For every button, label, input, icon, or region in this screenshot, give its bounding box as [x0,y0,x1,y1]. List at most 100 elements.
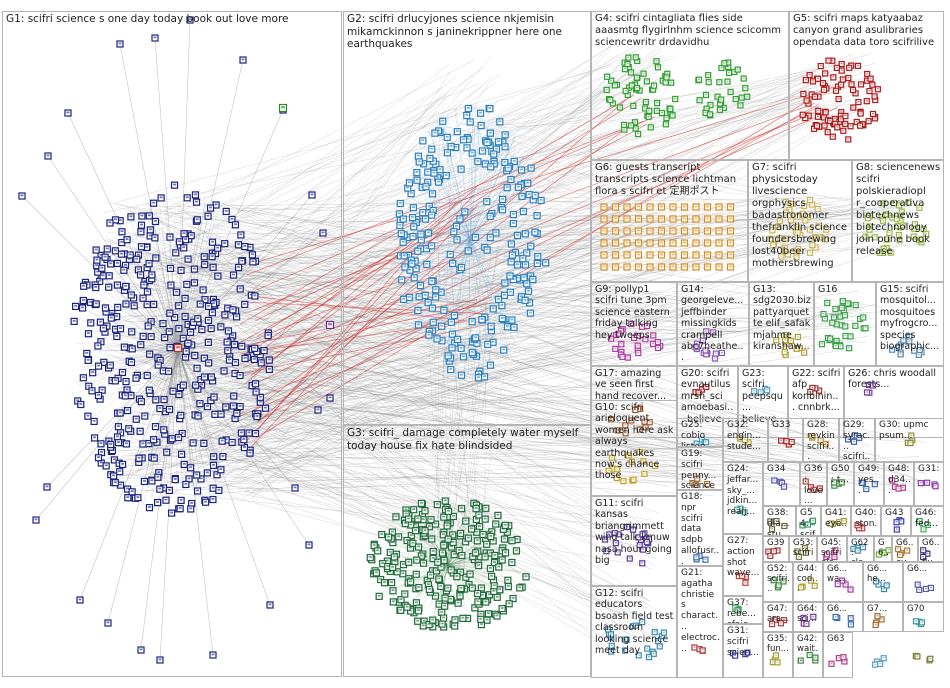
group-box-g5[interactable]: G5: scifri maps katyaabaz canyon grand a… [789,11,944,160]
edge [46,349,179,488]
edge [177,324,331,351]
group-box-g48[interactable]: G48: d34... [884,462,914,506]
edge [97,349,179,352]
group-box-g1[interactable]: G1: scifri science s one day today book … [2,11,342,677]
group-box-g36[interactable]: G36: love... [800,462,827,506]
node-avatar [187,477,191,480]
edge [128,308,179,351]
node-avatar [253,294,257,297]
edge [207,308,864,413]
group-label: G5: scifri maps katyaabaz canyon grand a… [793,13,935,48]
group-box-g29[interactable]: G29: syrac... scifri... [839,418,875,462]
edge [173,349,179,412]
group-box-g28[interactable]: G28: revkin scifri... [803,418,839,462]
group-box-g3[interactable]: G3: scifri_ damage completely water myse… [343,425,591,677]
group-box-g33[interactable]: G33 [768,418,803,462]
edge [84,297,179,351]
group-box-g6c[interactable]: G6... ev... [892,536,918,562]
group-label: G7... [867,604,888,614]
edge [214,320,692,460]
group-box-g40[interactable]: G40: ston... [851,506,881,536]
edge [153,349,179,355]
node-avatar [95,264,99,266]
group-box-g6e[interactable]: G6... wa... [823,562,863,602]
group-box-g27[interactable]: G27: action shot wave... [723,534,763,596]
group-box-g2[interactable]: G2: scifri drlucyjones science nkjemisin… [343,11,591,425]
node-avatar [156,363,160,366]
group-box-g6g[interactable]: G6... [903,562,944,602]
node-avatar [93,436,97,439]
group-box-g10[interactable]: G10: scifri arieloquent women here ask a… [591,400,677,496]
group-box-g52[interactable]: G52: scifri... [763,562,793,602]
group-box-g31[interactable]: G31: [914,462,944,506]
group-box-g50[interactable]: G50: t... [827,462,854,506]
group-label: G49: yes... [858,464,883,496]
group-box-g53[interactable]: G53: scifri... [789,536,817,562]
group-box-g34[interactable]: G34 [763,462,800,506]
group-box-g21[interactable]: G21: agatha christie s charact... electr… [677,566,723,678]
group-label: G3: scifri_ damage completely water myse… [347,427,582,452]
node-avatar [200,383,204,386]
node-avatar [125,238,129,241]
group-box-g38[interactable]: G38: dia... stu... [763,506,796,536]
node-avatar [178,507,182,509]
group-label: G53: scifri... [793,538,814,561]
node-avatar [255,415,259,417]
group-box-g70[interactable]: G70 [903,602,944,632]
group-box-g18[interactable]: G18: npr scifri data sdpb allofusr... [677,490,723,566]
group-box-g6b[interactable]: G6... biz... [874,536,892,562]
group-box-g24[interactable]: G24: jeffar... sky_... jdkin... realj... [723,462,763,534]
node-avatar [258,400,262,403]
group-box-g44[interactable]: G44: cod... [793,562,823,602]
group-box-g13[interactable]: G13: sdg2030.biz pattyarquette elif_safa… [749,282,814,366]
group-box-g32[interactable]: G32: engin... stude... [723,418,768,462]
group-box-g42[interactable]: G42: wait... [793,632,823,678]
group-box-g4[interactable]: G4: scifri cintagliata flies side aaasmt… [591,11,789,160]
edge [237,266,499,552]
group-box-g30[interactable]: G30: upmc psum... [875,418,944,462]
group-box-g6[interactable]: G6: guests transcript transcripts scienc… [591,160,748,282]
group-box-g35[interactable]: G35: fun... [763,632,793,678]
group-box-g64[interactable]: G64: sci... [793,602,823,632]
group-box-g16[interactable]: G16 [814,282,876,366]
edge [403,239,471,280]
group-box-g41[interactable]: G41: eye... [821,506,851,536]
group-box-g63[interactable]: G63 [823,632,853,678]
group-box-g12[interactable]: G12: scifri educators bsoash field test … [591,586,677,678]
edge [103,302,655,543]
edge [429,214,838,216]
group-box-g46[interactable]: G46: fed... [911,506,944,536]
group-box-g15[interactable]: G15: scifri mosquitol... mosquitoes myfr… [876,282,944,366]
edge [239,390,654,417]
node-avatar [112,458,116,461]
group-box-g6f[interactable]: G6... he... [863,562,903,602]
group-box-g37[interactable]: G37: rebe... sfnjo... scifr... [723,596,763,624]
group-box-g7[interactable]: G7: scifri physicstoday livescience orgp… [748,160,852,282]
edge [132,253,599,438]
edge [451,185,659,217]
group-box-g45[interactable]: G45: scifri elo... [817,536,847,562]
group-box-g39[interactable]: G39 [763,536,789,562]
group-box-g11[interactable]: G11: scifri kansas briangrimmett wind ta… [591,496,677,586]
group-box-g47[interactable]: G47: ara... [763,602,793,632]
group-box-g8[interactable]: G8: sciencenews scifri polskieradiopl r_… [852,160,944,282]
edge [453,99,632,286]
group-box-g31b[interactable]: G31: scifri scien... [723,624,763,678]
node-avatar [124,442,128,445]
node-avatar [72,319,76,322]
group-box-g6d[interactable]: G6... flu... [918,536,944,562]
group-box-g19[interactable]: G19: scifri penny... science coming spri… [677,447,723,490]
group-box-g14[interactable]: G14: georgeleve... jeffbinder missingkid… [677,282,749,366]
node-avatar [167,330,171,332]
edge [177,349,203,466]
group-box-g6h[interactable]: G6... [823,602,863,632]
group-box-g7b[interactable]: G7... [863,602,903,632]
group-box-g54[interactable]: G54: scifr... [796,506,821,536]
edge [134,369,454,524]
group-box-g25[interactable]: G25: cobio listen cuan direc... [677,418,723,447]
group-box-g9[interactable]: G9: pollyp1 scifri tune 3pm science east… [591,282,677,366]
group-box-g62[interactable]: G62: cle... [847,536,874,562]
group-label: G2: scifri drlucyjones science nkjemisin… [347,13,566,51]
group-box-g43[interactable]: G43 [881,506,911,536]
group-box-g49[interactable]: G49: yes... [854,462,884,506]
